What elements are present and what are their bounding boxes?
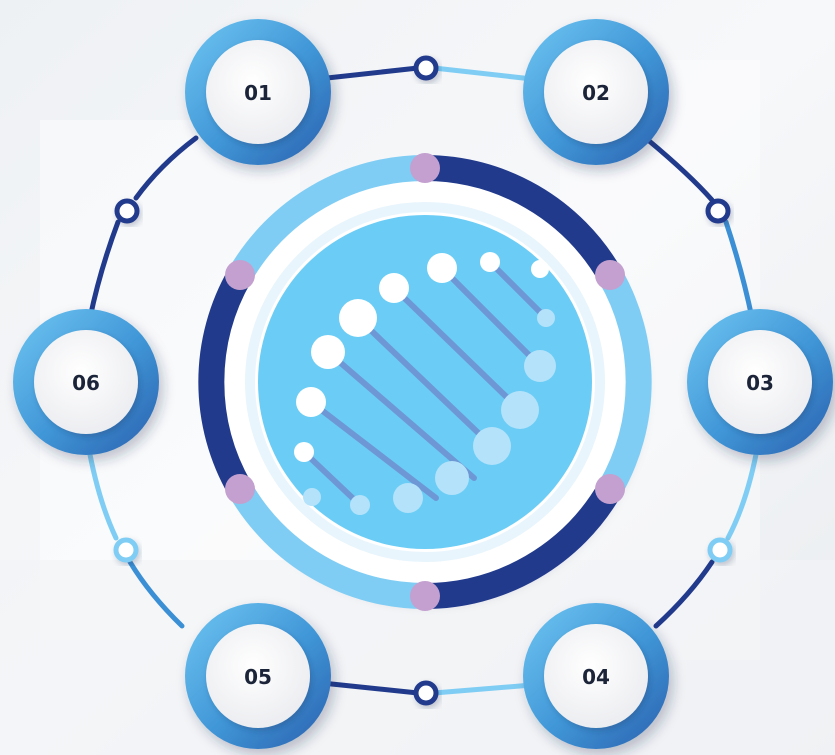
connector-arc: [87, 219, 121, 321]
step-badge-04: 04: [523, 603, 669, 749]
ring-joint-dot: [225, 260, 255, 290]
ring-segment-light: [228, 155, 426, 282]
connector-arc: [723, 219, 755, 321]
connector-arc: [133, 135, 199, 201]
connector-arc: [725, 441, 761, 541]
ring-segment-light: [228, 482, 426, 609]
ring-joint-dot: [410, 153, 440, 183]
ring-joint-dots: [225, 153, 625, 611]
connector-arc: [645, 137, 715, 203]
ring-node-icon: [707, 537, 733, 563]
step-badge-01: 01: [185, 19, 331, 165]
step-label: 06: [72, 371, 100, 395]
center-ring-segments: [198, 155, 652, 609]
connector-ring: [85, 65, 761, 696]
ring-segment-dark: [198, 268, 252, 496]
connector-arc: [431, 65, 535, 82]
connector-arc: [319, 680, 421, 696]
ring-joint-dot: [225, 474, 255, 504]
step-badge-06: 06: [13, 309, 159, 455]
ring-segment-dark: [424, 482, 622, 609]
ring-joint-dot: [410, 581, 440, 611]
connector-arc: [85, 441, 119, 541]
ring-node-icon: [705, 198, 731, 224]
step-label: 01: [244, 81, 272, 105]
step-label: 05: [244, 665, 272, 689]
ring-node-icon: [413, 680, 439, 706]
connector-arc: [653, 559, 715, 629]
connector-arc: [315, 65, 421, 82]
step-badge-03: 03: [687, 309, 833, 455]
step-badges: 01 02 03 04 05: [13, 19, 833, 749]
ring-joint-dot: [595, 260, 625, 290]
step-label: 04: [582, 665, 610, 689]
ring-node-icon: [413, 55, 439, 81]
step-badge-02: 02: [523, 19, 669, 165]
step-label: 02: [582, 81, 610, 105]
ring-joint-dot: [595, 474, 625, 504]
connector-arc: [431, 682, 535, 696]
step-badge-05: 05: [185, 603, 331, 749]
ring-segment-dark: [424, 155, 622, 282]
step-label: 03: [746, 371, 774, 395]
dna-helix-icon: [245, 202, 605, 562]
connector-arc: [127, 559, 185, 629]
ring-node-icon: [113, 537, 139, 563]
ring-segment-light: [598, 268, 652, 496]
connector-nodes: [113, 55, 733, 706]
ring-node-icon: [114, 198, 140, 224]
